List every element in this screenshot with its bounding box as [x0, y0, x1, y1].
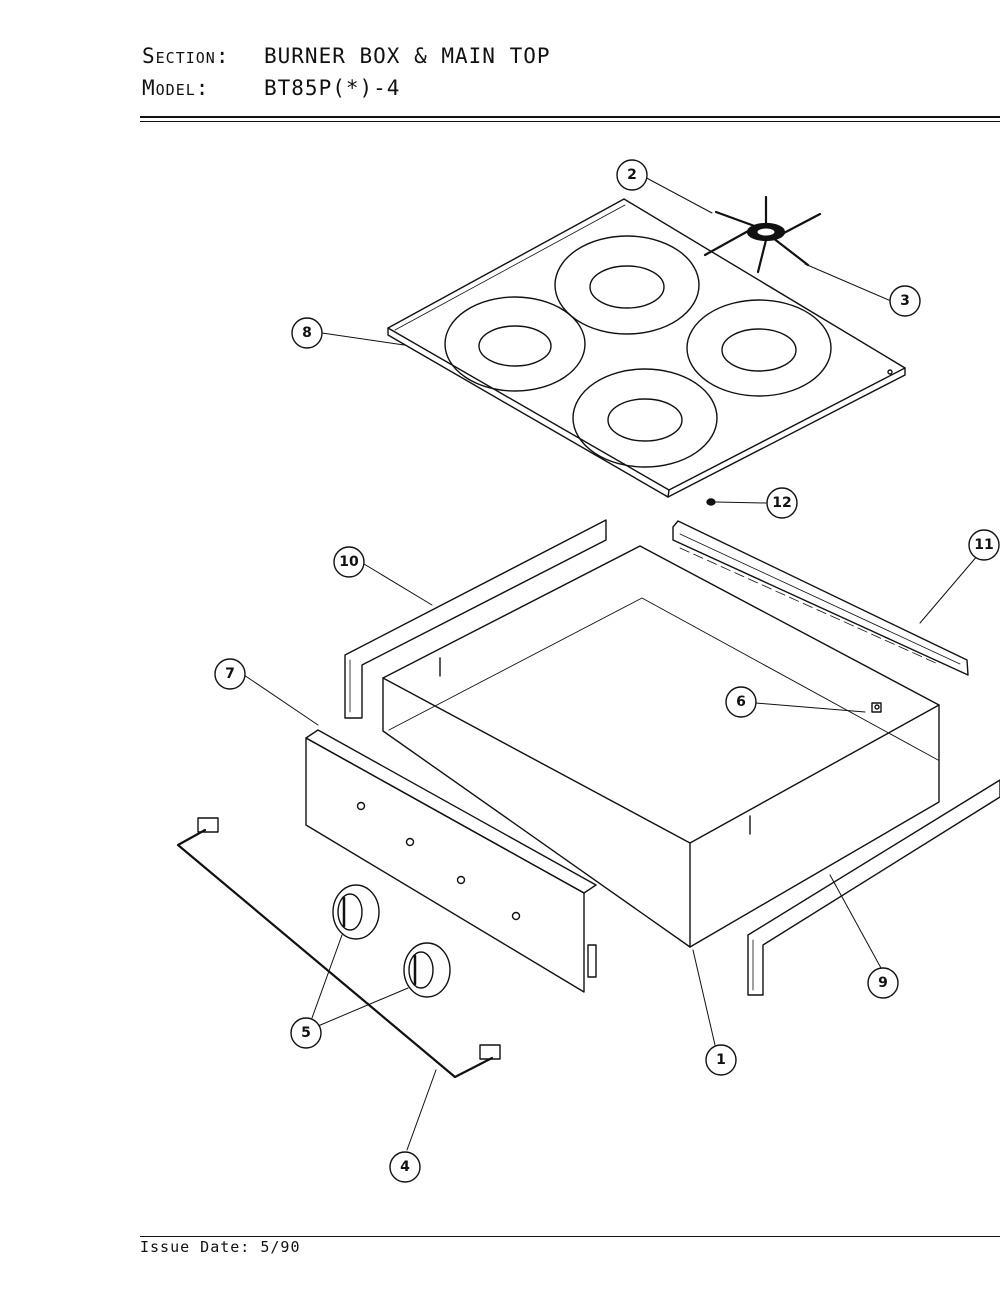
leader-lines	[243, 174, 979, 1151]
rear-trim-right	[672, 520, 969, 676]
control-knob-upper	[332, 884, 380, 940]
callout-label-10: 10	[339, 554, 359, 570]
callout-12: 12	[766, 487, 798, 519]
section-value: BURNER BOX & MAIN TOP	[264, 44, 551, 68]
callout-label-1: 1	[716, 1052, 726, 1068]
main-top	[387, 198, 906, 498]
callout-3: 3	[889, 285, 921, 317]
callout-label-7: 7	[225, 666, 235, 682]
support-rod	[176, 817, 501, 1079]
control-panel	[305, 729, 597, 993]
callout-4: 4	[389, 1151, 421, 1183]
burner-opening-right	[686, 299, 832, 397]
callout-label-6: 6	[736, 694, 746, 710]
screw	[706, 498, 716, 506]
header-rule-thin	[140, 121, 1000, 122]
callout-6: 6	[725, 686, 757, 718]
control-knob-lower	[403, 942, 451, 998]
bracket	[871, 702, 882, 713]
callout-label-5: 5	[301, 1025, 311, 1041]
side-trim-right	[747, 779, 1000, 996]
issue-date: Issue Date: 5/90	[140, 1238, 301, 1256]
callout-5: 5	[290, 1017, 322, 1049]
callout-label-4: 4	[400, 1159, 410, 1175]
callout-label-11: 11	[974, 537, 993, 553]
callout-label-9: 9	[878, 975, 888, 991]
burner-opening-front	[572, 368, 718, 468]
footer-rule	[140, 1236, 1000, 1237]
section-label: Section:	[142, 44, 230, 68]
callout-8: 8	[291, 317, 323, 349]
callout-label-3: 3	[900, 293, 910, 309]
model-header: Model: BT85P(*)-4	[142, 76, 400, 100]
burner-opening-back	[554, 235, 700, 335]
burner-grate	[703, 195, 822, 274]
burner-opening-left	[444, 296, 586, 392]
callout-11: 11	[968, 529, 1000, 561]
callout-1: 1	[705, 1044, 737, 1076]
burner-box	[382, 545, 940, 948]
callout-label-2: 2	[627, 167, 637, 183]
model-value: BT85P(*)-4	[264, 76, 401, 100]
section-header: Section: BURNER BOX & MAIN TOP	[142, 44, 551, 68]
callout-7: 7	[214, 658, 246, 690]
callout-label-12: 12	[772, 495, 791, 511]
callout-2: 2	[616, 159, 648, 191]
header-rule	[140, 116, 1000, 118]
model-label: Model:	[142, 76, 210, 100]
callout-10: 10	[333, 546, 365, 578]
side-trim-left	[344, 519, 607, 719]
callout-9: 9	[867, 967, 899, 999]
callout-label-8: 8	[302, 325, 312, 341]
